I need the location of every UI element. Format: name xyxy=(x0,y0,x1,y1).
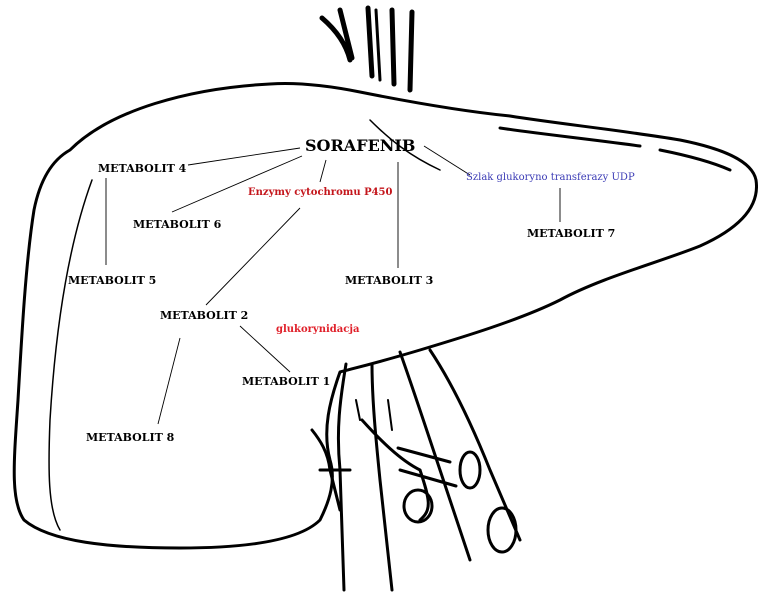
metabolit-2-label: METABOLIT 2 xyxy=(160,310,248,321)
portal-vessels xyxy=(312,350,520,590)
metabolit-5-label: METABOLIT 5 xyxy=(68,275,156,286)
edge-sorafenib-ugt xyxy=(424,146,470,175)
edge-m2-m8 xyxy=(158,338,180,424)
glucuronidation-label: glukorynidacja xyxy=(276,325,359,335)
metabolit-6-label: METABOLIT 6 xyxy=(133,219,221,230)
edge-sorafenib-cyp xyxy=(320,160,326,182)
liver-inner-line xyxy=(49,180,92,530)
cyp450-pathway-label: Enzymy cytochromu P450 xyxy=(248,188,392,198)
metabolit-8-label: METABOLIT 8 xyxy=(86,432,174,443)
metabolit-4-label: METABOLIT 4 xyxy=(98,163,186,174)
metabolit-7-label: METABOLIT 7 xyxy=(527,228,615,239)
edge-sorafenib-m4 xyxy=(188,148,300,165)
metabolit-3-label: METABOLIT 3 xyxy=(345,275,433,286)
ugt-pathway-label: Szlak glukoryno transferazy UDP xyxy=(466,173,635,183)
metabolit-1-label: METABOLIT 1 xyxy=(242,376,330,387)
sorafenib-label: SORAFENIB xyxy=(305,138,415,154)
hepatic-vein xyxy=(322,8,412,90)
falciform-line xyxy=(500,128,730,170)
